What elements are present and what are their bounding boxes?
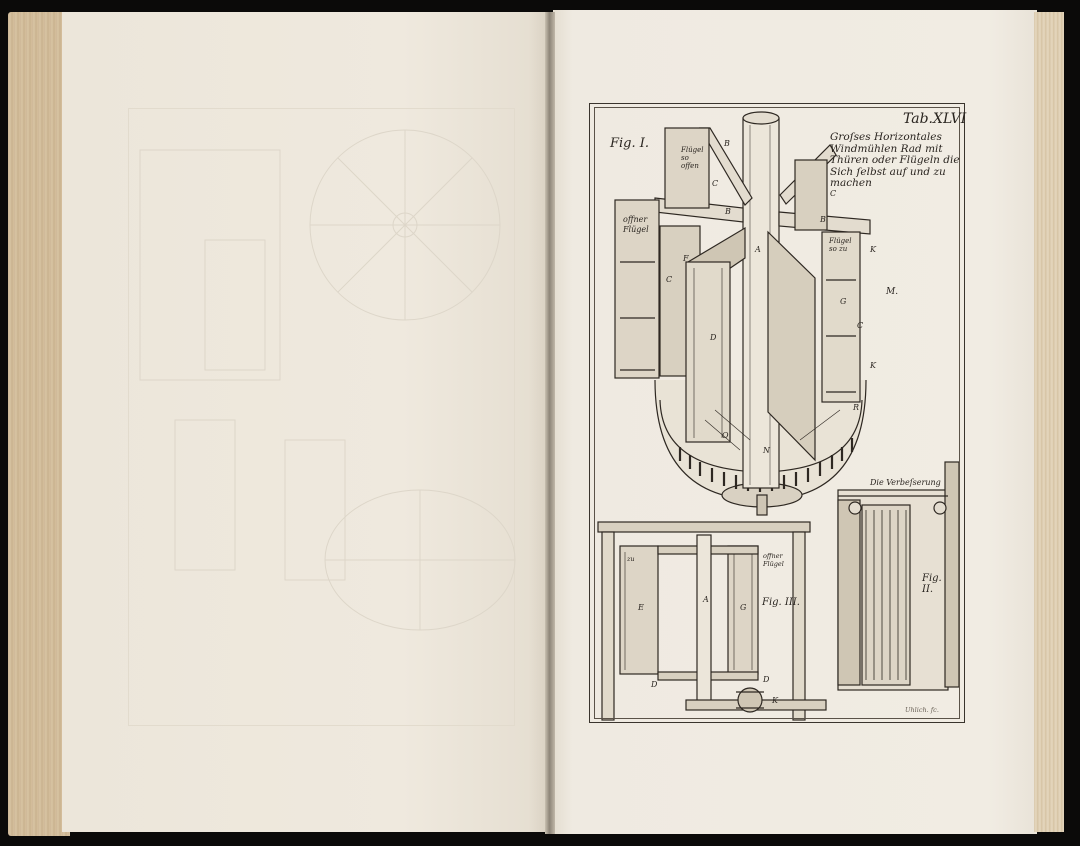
show-through-impression (128, 108, 515, 726)
letter-o: O (722, 431, 729, 440)
letter-k: K (772, 696, 778, 705)
letter-a: A (755, 245, 761, 254)
open-word: Flügel (763, 559, 784, 568)
title-line: Windmühlen Rad mit (830, 142, 943, 155)
letter-b: B (820, 215, 826, 224)
open-word: offner (763, 552, 783, 560)
figure-3-section (597, 521, 827, 721)
figure-1-label: Fig. I. (610, 136, 650, 151)
title-line: Thüren oder Flügeln die (830, 154, 960, 167)
letter-k: K (870, 361, 876, 370)
letter-c: C (857, 321, 864, 330)
flap-closed-label: Flügel so zu (829, 237, 852, 253)
figure-2-word: II. (922, 584, 934, 595)
figure-1-windmill-wheel (614, 111, 871, 516)
letter-m-label: M. (886, 287, 899, 297)
letter-d: D (763, 675, 770, 684)
open-flap-left-label: offner Flügel (623, 215, 649, 235)
letter-b: B (724, 139, 730, 148)
open-flap-word: offner (623, 215, 648, 224)
engraver-signature: Uhlich. fc. (905, 706, 939, 714)
title-line: machen (830, 177, 872, 190)
right-page-edges (1034, 12, 1064, 832)
letter-c: C (666, 275, 673, 284)
improvement-label: Die Verbeſserung (870, 478, 941, 487)
letter-e: E (638, 603, 644, 612)
figure-3-label: Fig. III. (762, 597, 800, 608)
letter-b: B (725, 207, 731, 216)
letter-a-fig3: A (703, 595, 709, 604)
figure-2-improvement (837, 461, 960, 691)
closed-label-fig3: zu (627, 555, 635, 563)
flap-open-label: Flügel so offen (681, 146, 704, 170)
title-line: Groſses Horizontales (830, 131, 942, 143)
plate-outer-frame (589, 103, 965, 723)
letter-d: D (710, 333, 717, 342)
figure-2-word: Fig. (922, 573, 942, 584)
plate-number: Tab.XLVI (903, 111, 967, 127)
title-line: Sich ſelbst auf und zu (830, 165, 946, 178)
ghost-drawing (139, 129, 516, 631)
plate-title: Groſses Horizontales Windmühlen Rad mit … (830, 131, 960, 190)
open-label-fig3: offner Flügel (763, 552, 784, 568)
letter-c: C (712, 179, 719, 188)
letter-d: D (651, 680, 658, 689)
plate-inner-frame (594, 107, 960, 719)
letter-k: K (870, 245, 876, 254)
left-page (62, 12, 548, 832)
left-page-edges (8, 12, 70, 836)
book-gutter (545, 12, 555, 834)
letter-n: N (763, 446, 770, 455)
letter-r: R (853, 403, 860, 412)
letter-f: F (683, 254, 689, 263)
open-flap-word: Flügel (623, 225, 649, 234)
figure-2-label: Fig. II. (922, 573, 942, 595)
letter-g: G (840, 297, 847, 306)
letter-c: C (830, 189, 837, 198)
letter-g: G (740, 603, 747, 612)
